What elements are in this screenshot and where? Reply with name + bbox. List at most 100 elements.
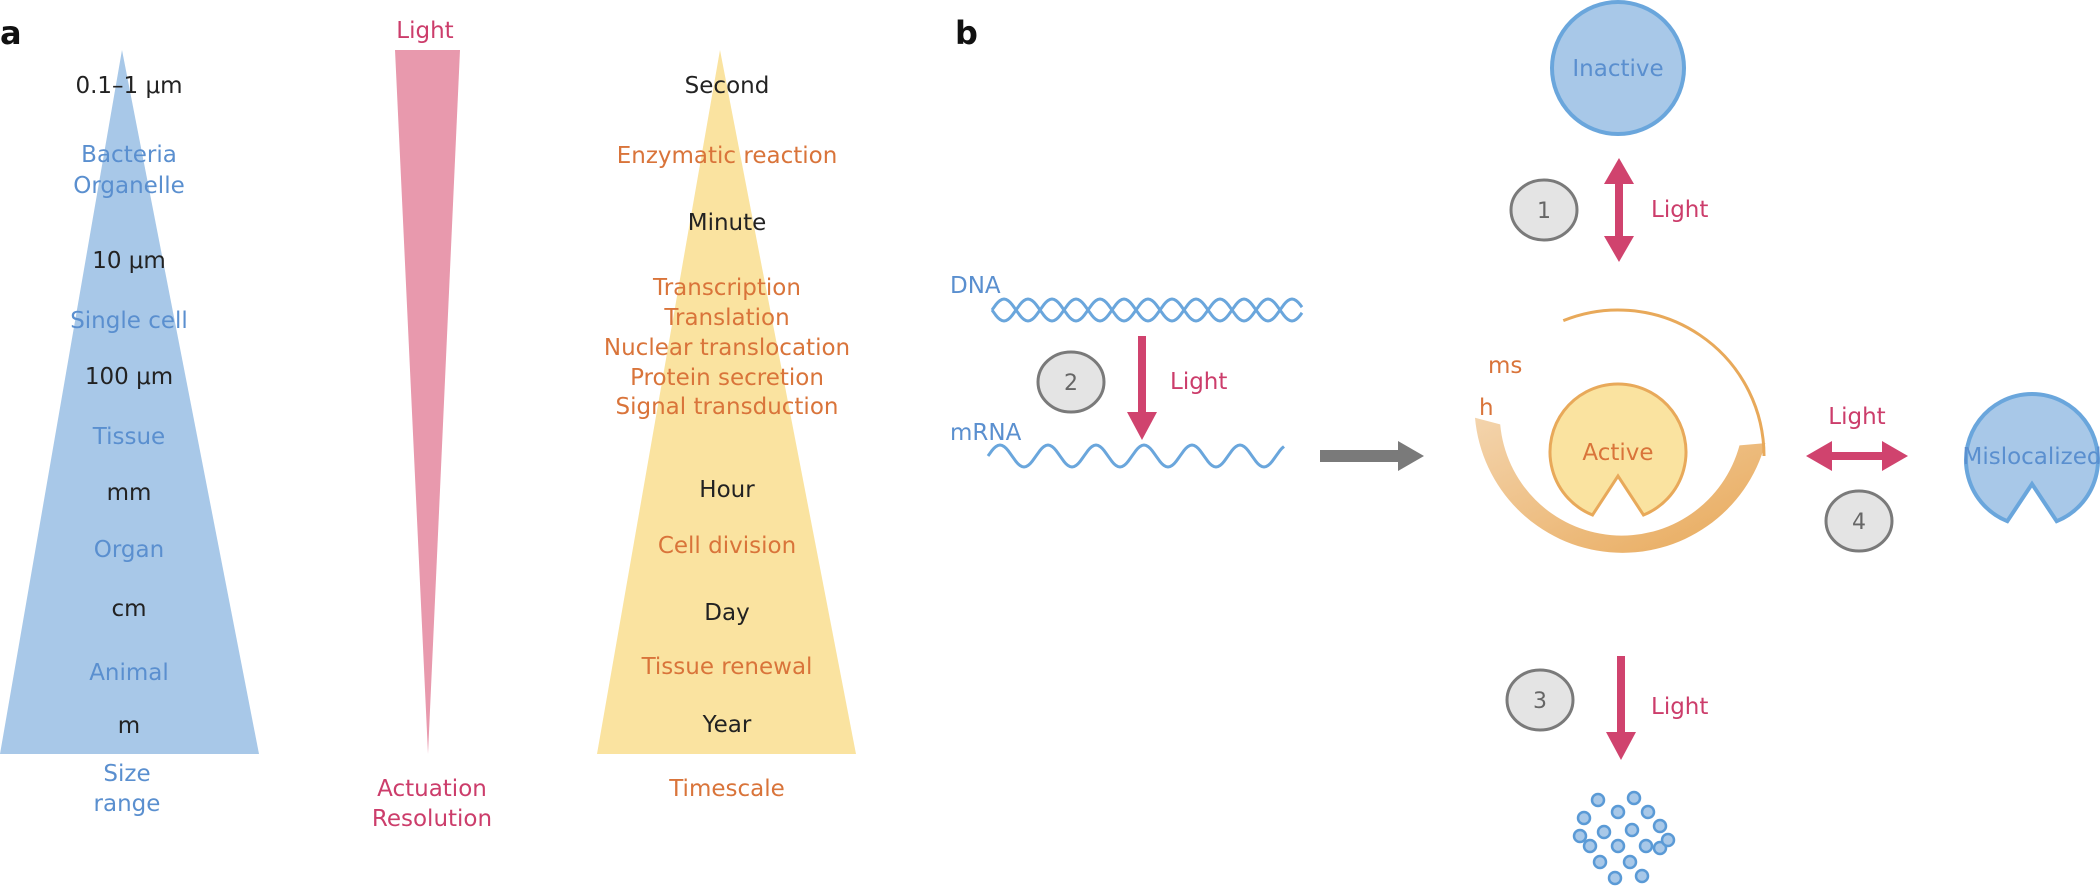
time-triangle <box>597 50 856 754</box>
timing-arc-thin <box>1562 308 1766 457</box>
timescale-column: Second Enzymatic reaction Minute Transcr… <box>597 50 856 802</box>
step-3-arrow-head <box>1606 732 1636 760</box>
fragment-dot <box>1572 828 1588 844</box>
time-item-7: Signal transduction <box>616 394 839 420</box>
fragment-dot <box>1626 790 1642 806</box>
size-item-3: 10 μm <box>92 248 166 274</box>
dna-strand-2 <box>990 297 1304 323</box>
active-label: Active <box>1582 440 1653 466</box>
step-4-number: 4 <box>1852 510 1866 535</box>
step-2-arrow-head <box>1127 412 1157 440</box>
fragment-dot <box>1610 804 1626 820</box>
light-top-label: Light <box>396 18 453 44</box>
size-item-1: Bacteria <box>81 142 177 168</box>
size-item-0: 0.1–1 μm <box>75 73 182 99</box>
light-wedge <box>395 50 460 754</box>
time-item-8: Hour <box>699 477 755 503</box>
time-item-4: Translation <box>663 305 789 331</box>
time-item-0: Second <box>685 73 770 99</box>
time-item-2: Minute <box>688 210 767 236</box>
flow-arrow-head <box>1398 441 1424 471</box>
step-1-light-label: Light <box>1651 197 1708 223</box>
step-3-number: 3 <box>1533 689 1547 714</box>
fragment-dot <box>1576 810 1592 826</box>
step-1-badge <box>1509 178 1579 242</box>
fragment-dot <box>1640 804 1656 820</box>
fragment-dot <box>1622 854 1638 870</box>
time-item-11: Tissue renewal <box>641 654 813 680</box>
step-3-light-label: Light <box>1651 694 1708 720</box>
step-1-number: 1 <box>1537 199 1551 224</box>
time-item-1: Enzymatic reaction <box>617 143 838 169</box>
h-label: h <box>1479 395 1494 421</box>
time-item-3: Transcription <box>652 275 801 301</box>
light-column: Light Actuation Resolution <box>372 18 492 832</box>
step-4: Light 4 <box>1806 404 1908 553</box>
step-2-light-label: Light <box>1170 369 1227 395</box>
size-item-11: m <box>118 713 140 739</box>
mrna-strand <box>986 443 1285 469</box>
size-item-4: Single cell <box>70 308 188 334</box>
dna-strand-1 <box>990 297 1304 323</box>
mislocalized-protein <box>1964 391 2100 524</box>
size-caption-line1: Size <box>103 761 150 787</box>
size-item-7: mm <box>107 480 152 506</box>
fragment-dot <box>1634 868 1650 884</box>
panel-a-label: a <box>0 14 22 52</box>
step-1-arrow-head-up <box>1604 158 1634 184</box>
fragment-dot <box>1590 792 1606 808</box>
dna-helix: DNA <box>950 273 1304 323</box>
active-protein <box>1548 382 1688 517</box>
fragment-dot <box>1660 832 1676 848</box>
step-3: 3 Light <box>1505 656 1708 886</box>
ms-label: ms <box>1488 353 1522 379</box>
size-item-9: cm <box>111 596 146 622</box>
degraded-fragments <box>1572 790 1676 886</box>
inactive-protein: Inactive <box>1550 0 1686 136</box>
fragment-dot <box>1582 838 1598 854</box>
time-caption: Timescale <box>668 776 785 802</box>
panel-b-label: b <box>955 14 978 52</box>
step-4-arrow-head-right <box>1882 441 1908 471</box>
fragment-dot <box>1624 822 1640 838</box>
step-2-number: 2 <box>1064 371 1078 396</box>
dna-label: DNA <box>950 273 1001 299</box>
mrna-label: mRNA <box>950 420 1022 446</box>
light-caption-line2: Resolution <box>372 806 492 832</box>
size-triangle <box>0 50 259 754</box>
fragment-dot <box>1607 870 1623 886</box>
step-4-arrow-head-left <box>1806 441 1832 471</box>
size-caption-line2: range <box>94 791 161 817</box>
step-4-badge <box>1824 489 1894 553</box>
flow-arrow <box>1320 441 1424 471</box>
step-1: 1 Light <box>1509 158 1708 262</box>
time-item-6: Protein secretion <box>630 365 824 391</box>
inactive-circle <box>1550 0 1686 136</box>
inactive-label: Inactive <box>1572 56 1663 82</box>
step-3-badge <box>1505 668 1575 732</box>
time-item-10: Day <box>704 600 749 626</box>
active-protein-group: ms h Active <box>1475 308 1766 553</box>
step-2: 2 Light <box>1036 336 1227 440</box>
fragment-dot <box>1610 838 1626 854</box>
size-item-5: 100 μm <box>85 364 173 390</box>
size-item-2: Organelle <box>73 173 185 199</box>
size-labels: 0.1–1 μm Bacteria Organelle 10 μm Single… <box>70 73 188 739</box>
step-1-arrow-head-down <box>1604 236 1634 262</box>
step-4-light-label: Light <box>1828 404 1885 430</box>
fragment-dot <box>1596 824 1612 840</box>
fragment-dot <box>1638 838 1654 854</box>
size-item-6: Tissue <box>92 424 165 450</box>
time-item-5: Nuclear translocation <box>604 335 850 361</box>
time-labels: Second Enzymatic reaction Minute Transcr… <box>604 73 850 738</box>
light-caption-line1: Actuation <box>377 776 487 802</box>
time-item-9: Cell division <box>658 533 796 559</box>
mrna-strand-group: mRNA <box>950 420 1285 469</box>
timing-arc-thick <box>1475 417 1766 553</box>
size-item-8: Organ <box>94 537 164 563</box>
mislocalized-label: Mislocalized <box>1962 444 2100 470</box>
fragment-dot <box>1592 854 1608 870</box>
fragment-dot <box>1652 818 1668 834</box>
mislocalized-protein-group: Mislocalized <box>1962 391 2100 524</box>
